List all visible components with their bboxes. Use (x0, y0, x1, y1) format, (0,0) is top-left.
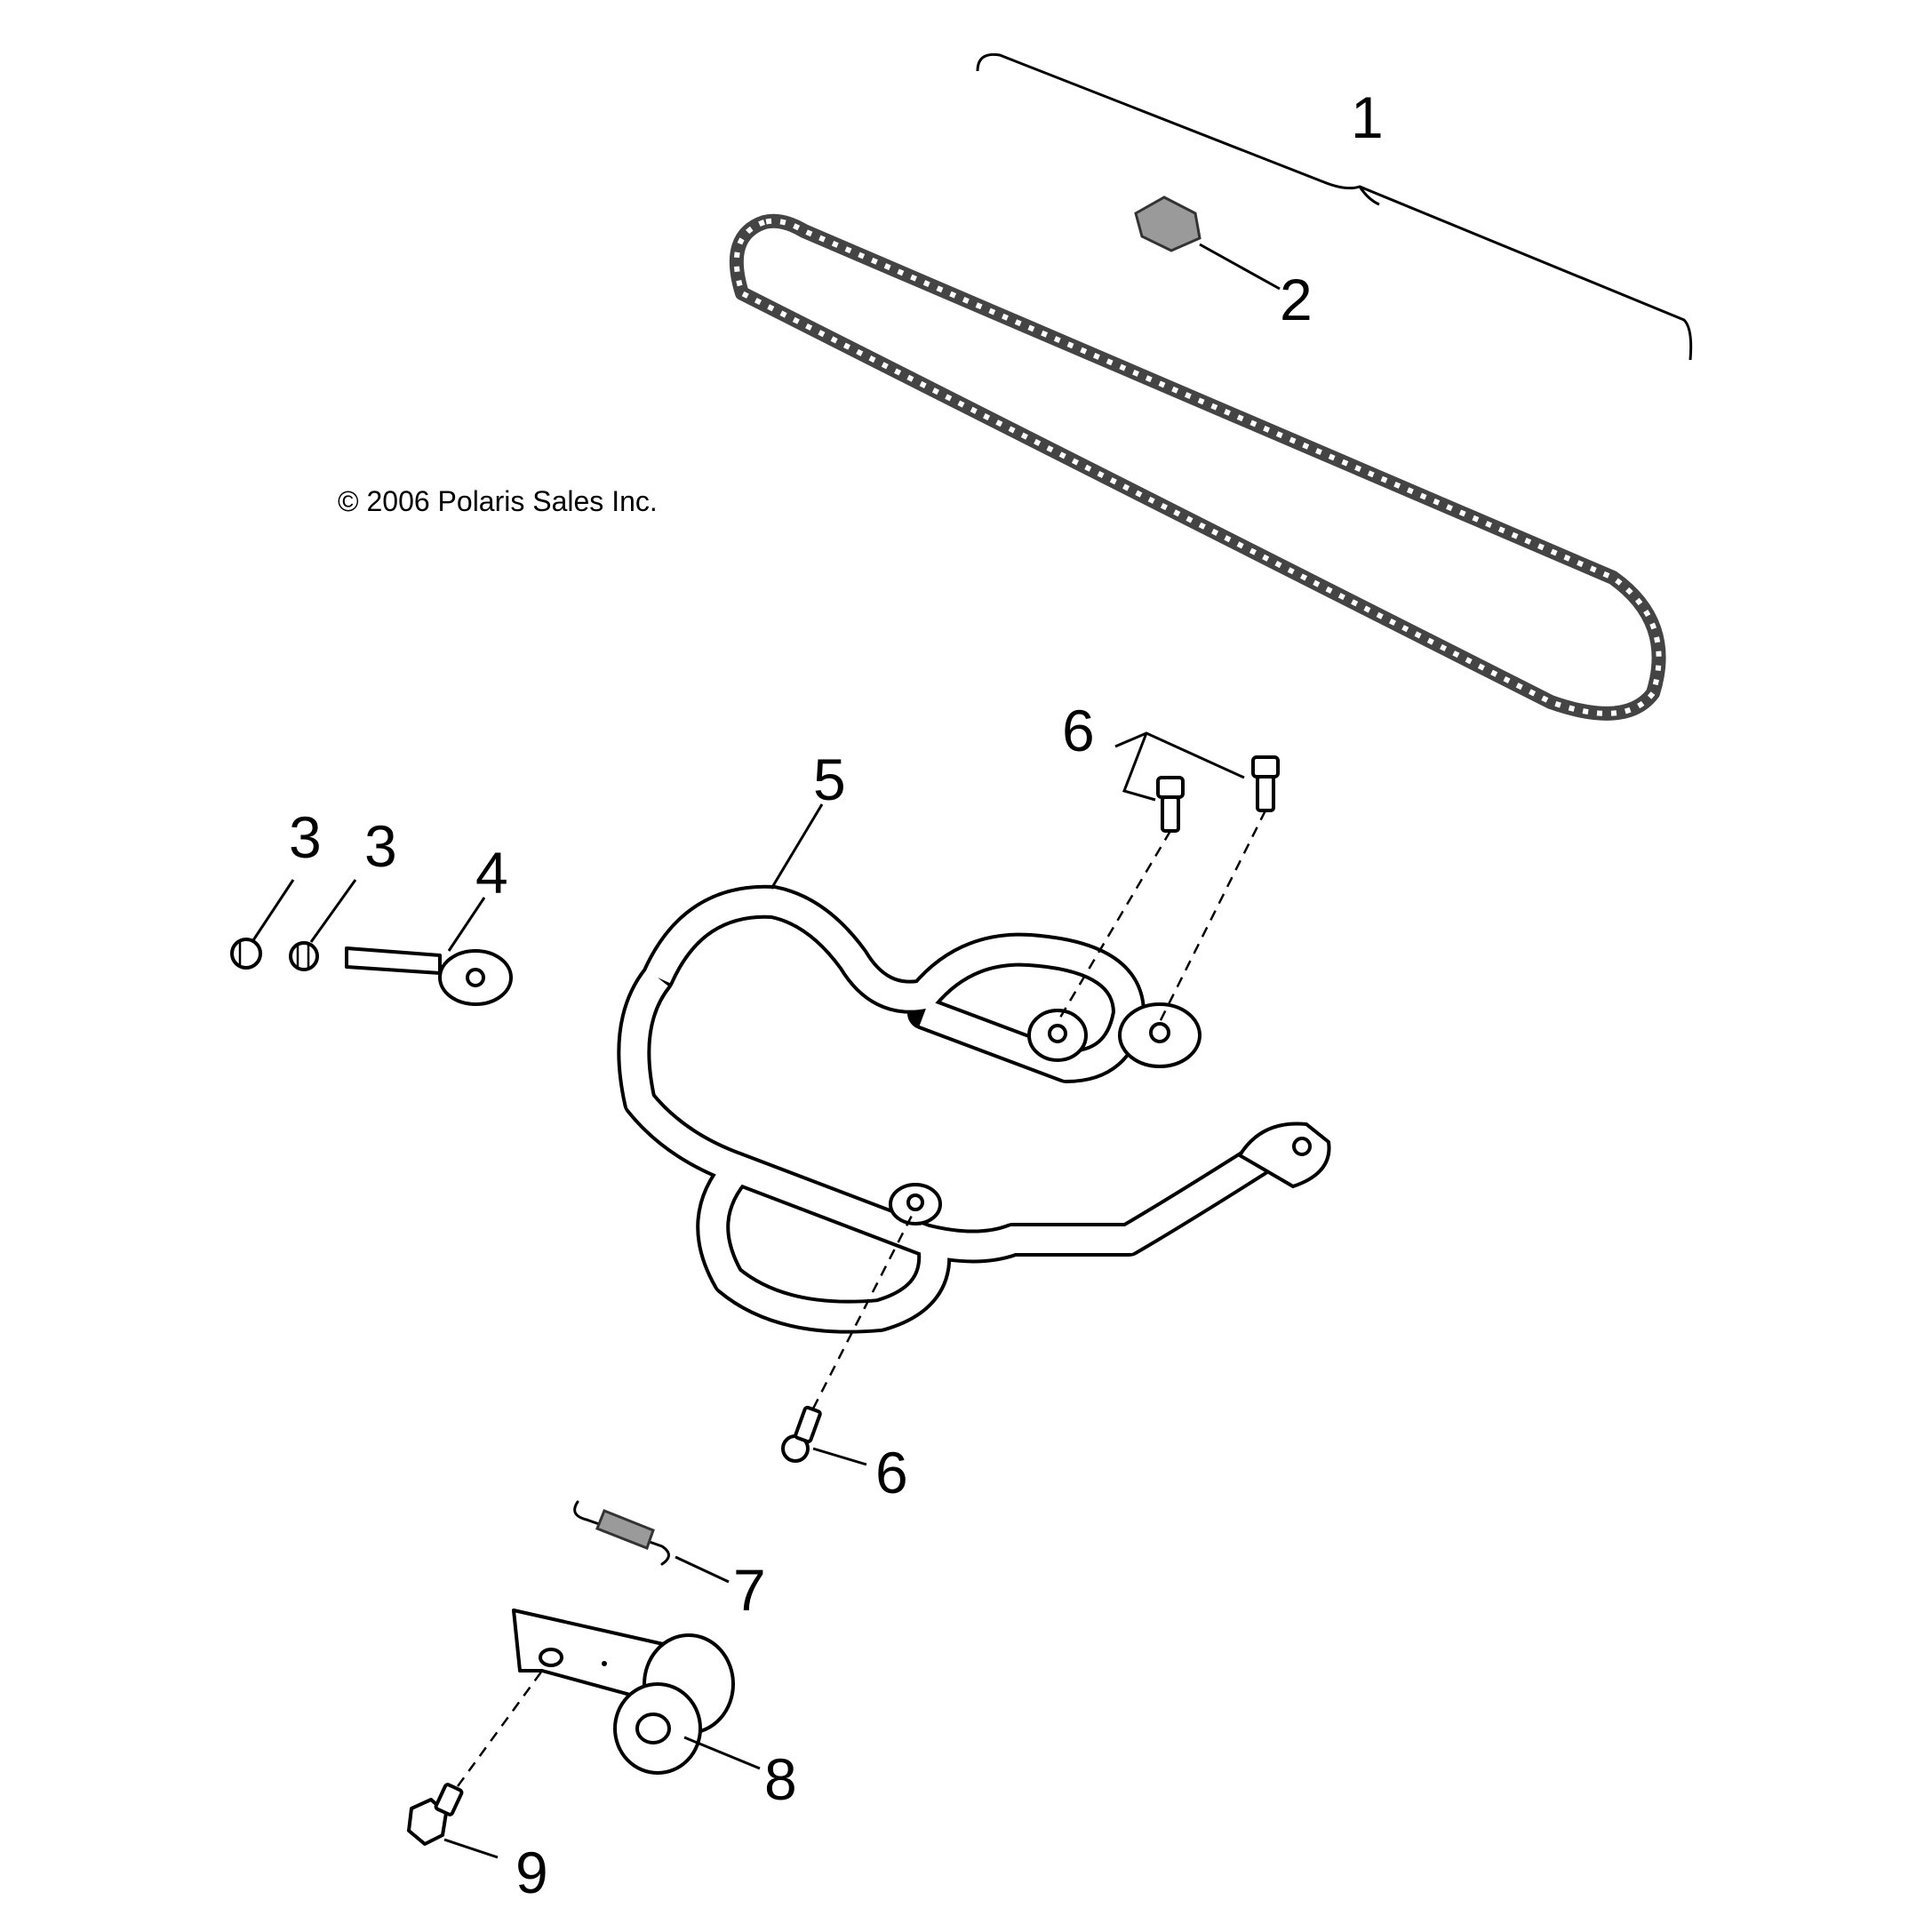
callout-6b: 6 (875, 1440, 908, 1505)
adjuster-bolt (345, 897, 513, 1006)
callout-7: 7 (733, 1557, 766, 1623)
callout-3a: 3 (289, 804, 322, 870)
master-link (1134, 196, 1281, 291)
screw-lower (781, 1208, 917, 1466)
callout-8: 8 (764, 1746, 797, 1812)
screw-upper-left (1056, 776, 1185, 1023)
screw-bracket (1114, 731, 1245, 802)
nut-1 (230, 879, 295, 970)
callout-6a: 6 (1062, 698, 1095, 763)
nut-2 (289, 879, 357, 971)
drive-chain (729, 213, 1666, 721)
callout-5: 5 (813, 746, 846, 812)
pivot-bolt (407, 1670, 544, 1859)
tension-spring (573, 1500, 730, 1584)
chain-guard (617, 803, 1331, 1334)
tensioner-assembly (512, 1609, 761, 1775)
callout-3b: 3 (364, 813, 397, 879)
callout-9: 9 (515, 1840, 548, 1905)
screw-upper-right (1158, 755, 1280, 1023)
callout-4: 4 (475, 840, 508, 906)
kit-bracket (976, 52, 1693, 361)
copyright-notice: © 2006 Polaris Sales Inc. (338, 485, 658, 517)
callout-1: 1 (1351, 84, 1384, 150)
callout-2: 2 (1280, 267, 1313, 332)
